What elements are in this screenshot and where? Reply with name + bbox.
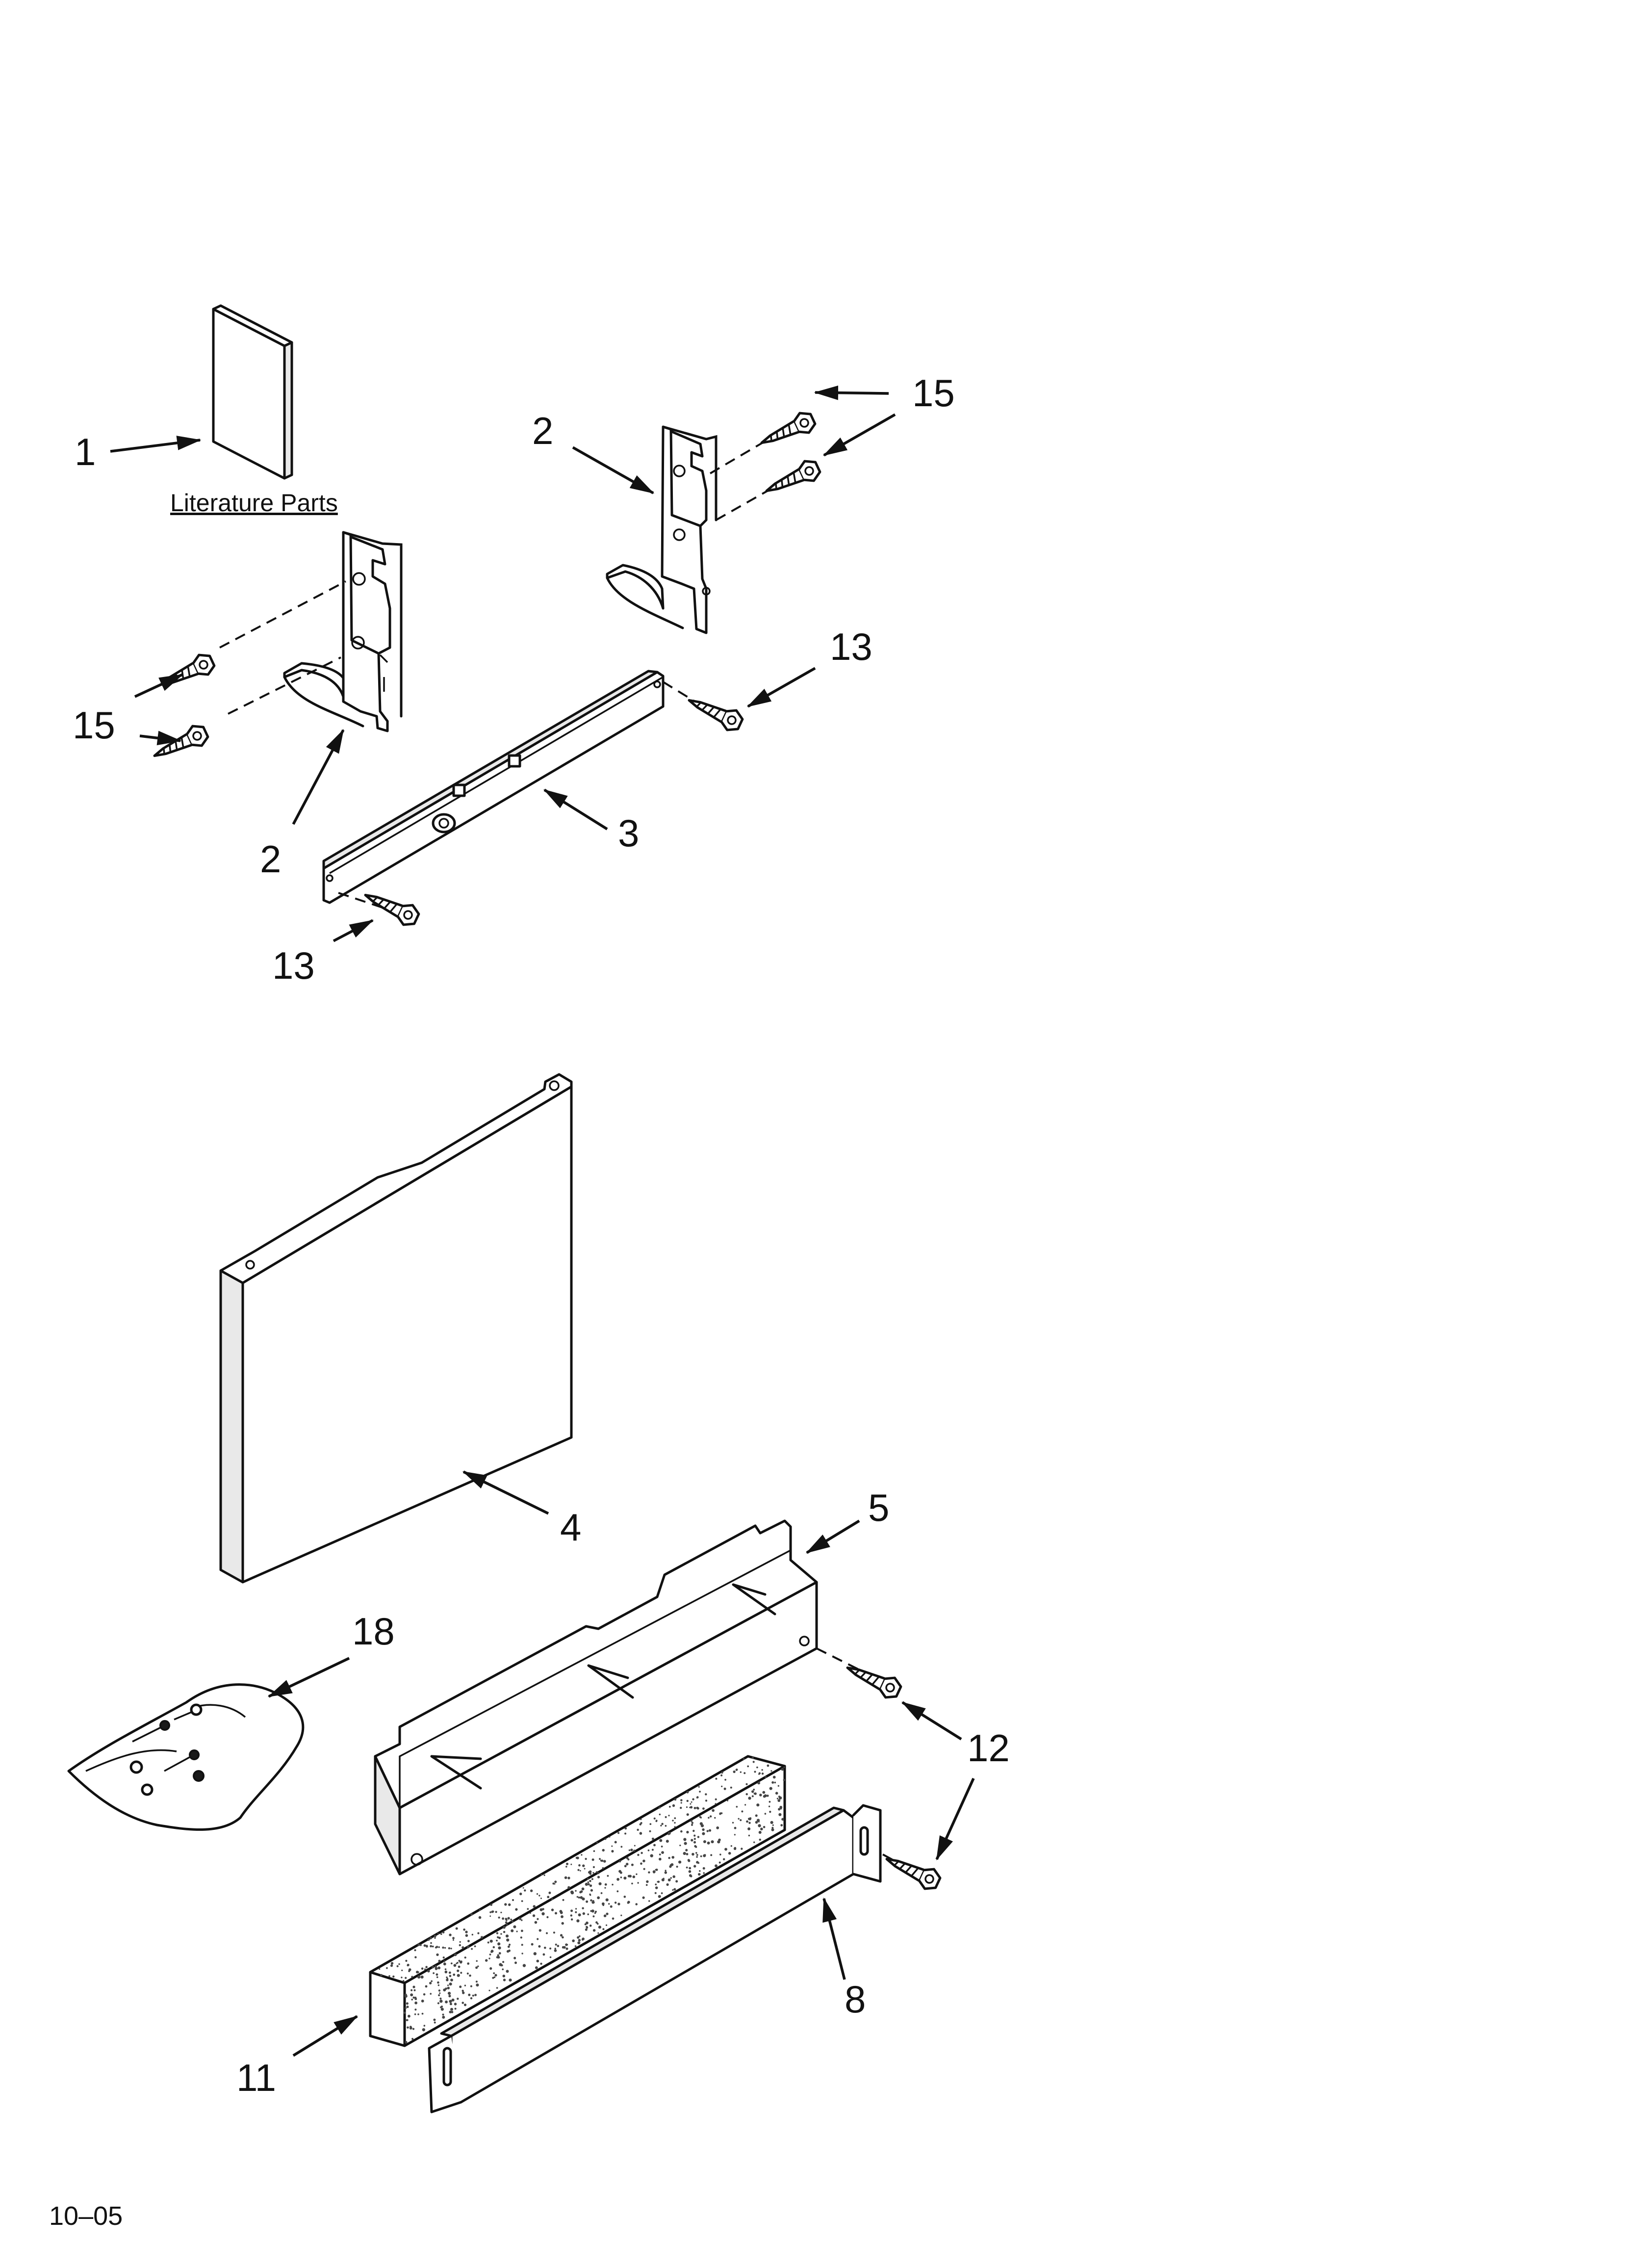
callout-15-left-leader-a	[134, 673, 184, 698]
callout-13-left-leader	[333, 919, 374, 942]
callout-11-leader	[292, 2015, 359, 2057]
callout-15-left-leader-b	[139, 730, 182, 746]
callout-15-right: 15	[912, 371, 955, 415]
support-bracket	[374, 1519, 818, 1876]
screw-12-support	[843, 1658, 903, 1701]
callout-2-right: 2	[532, 409, 553, 452]
screw-15-left-b	[150, 722, 210, 765]
screw-15-left-a	[156, 651, 217, 694]
callout-18: 18	[352, 1610, 395, 1653]
callout-15-right-leader-a	[814, 385, 889, 400]
callout-11: 11	[236, 2056, 276, 2099]
callout-2-right-leader	[572, 446, 655, 495]
callout-12: 12	[967, 1726, 1010, 1770]
screw-15-upper-a	[757, 409, 818, 452]
callout-4-leader	[462, 1470, 549, 1515]
callout-2-left: 2	[260, 837, 281, 881]
callout-13-right-leader	[746, 667, 816, 708]
callout-8: 8	[845, 1978, 866, 2021]
callout-8-leader	[822, 1897, 846, 1980]
screw-13-rail-right	[685, 690, 745, 733]
callout-15-left: 15	[73, 704, 115, 747]
revision-code: 10–05	[49, 2201, 123, 2231]
access-panel	[219, 1073, 573, 1584]
literature-parts-booklet	[212, 304, 293, 480]
literature-parts-caption: Literature Parts	[170, 489, 338, 517]
callout-1: 1	[75, 430, 96, 473]
callout-3: 3	[618, 811, 639, 855]
callout-13-left: 13	[272, 944, 315, 987]
callout-1-leader	[110, 436, 202, 453]
callout-4: 4	[560, 1506, 581, 1549]
hardware-bag	[67, 1683, 305, 1831]
screw-15-upper-b	[762, 457, 822, 500]
callout-15-right-leader-b	[822, 413, 896, 457]
mounting-bracket-left	[283, 531, 403, 732]
mounting-bracket-right	[606, 425, 718, 634]
callout-12-leader-a	[901, 1701, 962, 1741]
insulation-block	[369, 1755, 786, 2047]
callout-18-leader	[267, 1657, 350, 1698]
foam-texture	[379, 1757, 786, 2044]
callout-5: 5	[868, 1486, 889, 1529]
callout-13-right: 13	[830, 625, 872, 668]
mounting-rail	[322, 670, 665, 904]
callout-3-leader	[543, 788, 608, 831]
screw-12-trim	[882, 1849, 943, 1892]
callout-5-leader	[805, 1519, 860, 1554]
callout-2-left-leader	[292, 729, 345, 825]
callout-12-leader-b	[935, 1777, 975, 1861]
toe-trim-strip	[428, 1804, 882, 2113]
